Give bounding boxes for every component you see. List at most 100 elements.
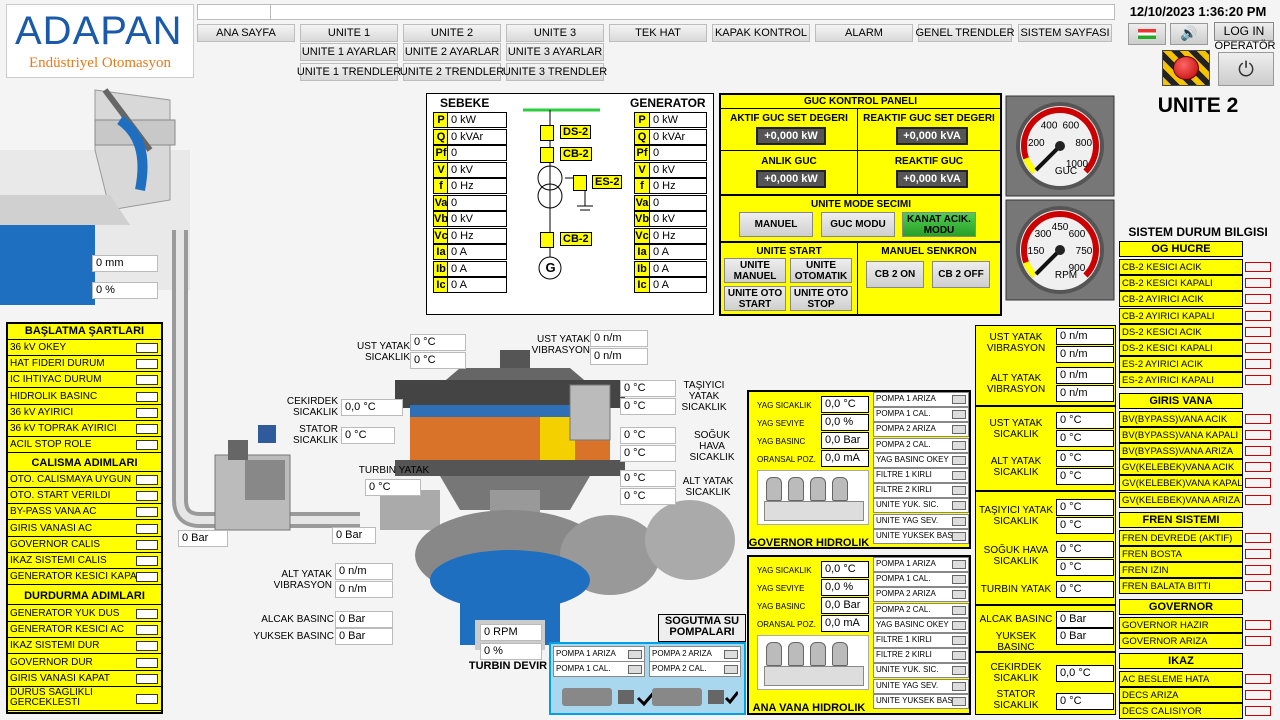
settings-nav-button[interactable]: UNITE 2 AYARLAR xyxy=(403,43,501,61)
generator-value: 0 kV xyxy=(649,161,707,178)
trend-nav-button[interactable]: UNITE 1 TRENDLER xyxy=(297,63,401,81)
hydraulic-alarm-item: UNITE YAG SEV. xyxy=(873,513,969,529)
grid-value: 0 kW xyxy=(447,112,507,128)
measurement-value: 0 °C xyxy=(620,445,676,462)
measurement-label: TAŞIYICI YATAK SICAKLIK xyxy=(681,380,727,413)
cooling-title-panel xyxy=(658,614,746,642)
status-indicator xyxy=(1245,565,1271,576)
nav-button[interactable]: ALARM xyxy=(815,24,913,42)
gate-opening-mode-button[interactable]: KANAT ACIK. MODU xyxy=(902,212,976,237)
pump-motor-icon xyxy=(788,477,804,501)
unit-manual-button[interactable]: UNITE MANUEL xyxy=(724,258,786,283)
generator-value: 0 Hz xyxy=(649,178,707,194)
unit-auto-button[interactable]: UNITE OTOMATIK xyxy=(790,258,852,283)
unit-auto-start-button[interactable]: UNITE OTO START xyxy=(724,286,786,311)
pump-motor-icon xyxy=(810,477,826,501)
trend-nav-button[interactable]: UNITE 3 TRENDLER xyxy=(503,63,607,81)
instant-power-value: +0,000 kW xyxy=(756,170,826,188)
hydraulic-label: YAG SEVIYE xyxy=(757,419,805,428)
cb2-lower-label[interactable]: CB-2 xyxy=(560,232,592,246)
alarm-label: FILTRE 1 KIRLI xyxy=(876,635,932,644)
status-indicator xyxy=(952,471,966,480)
status-indicator xyxy=(952,531,966,541)
cb2-breaker-label[interactable]: CB-2 xyxy=(560,147,592,161)
status-item: GV(KELEBEK)VANA ARIZA xyxy=(1119,491,1243,508)
unit-auto-stop-button[interactable]: UNITE OTO STOP xyxy=(790,286,852,311)
nav-button[interactable]: TEK HAT xyxy=(609,24,707,42)
pump-label: POMPA 2 ARIZA xyxy=(652,649,712,658)
flag-icon[interactable] xyxy=(1128,23,1166,45)
condition-item: OTO. CALISMAYA UYGUN xyxy=(8,472,161,488)
measurement-value: 0 °C xyxy=(1056,517,1114,534)
measurement-label: SOĞUK HAVA SICAKLIK xyxy=(689,430,735,463)
measurement-value: 0 °C xyxy=(365,479,421,496)
condition-label: 36 kV AYIRICI xyxy=(10,406,74,418)
nav-button[interactable]: UNITE 1 xyxy=(300,24,398,42)
active-set-value[interactable]: +0,000 kW xyxy=(756,127,826,145)
status-indicator xyxy=(1245,494,1271,505)
status-indicator xyxy=(1245,343,1271,353)
gauge-hub xyxy=(1055,141,1065,151)
sld-param-key: Ic xyxy=(433,277,449,293)
status-indicator xyxy=(952,696,966,706)
top-strip xyxy=(197,4,1115,20)
condition-label: HAT FIDERI DURUM xyxy=(10,358,105,370)
cb2-off-button[interactable]: CB 2 OFF xyxy=(932,261,990,288)
status-item: DS-2 KESICI KAPALI xyxy=(1119,340,1243,356)
status-label: BV(BYPASS)VANA ARIZA xyxy=(1122,446,1234,457)
measurement-value: 0 °C xyxy=(1056,693,1114,710)
sld-param-key: f xyxy=(634,178,650,194)
status-indicator xyxy=(952,501,966,511)
grid-value: 0 kV xyxy=(447,211,507,227)
status-label: GV(KELEBEK)VANA ACIK xyxy=(1122,462,1235,474)
login-button[interactable]: LOG IN xyxy=(1214,22,1274,41)
nav-button[interactable]: ANA SAYFA xyxy=(197,24,295,42)
reactive-set-value[interactable]: +0,000 kVA xyxy=(896,127,968,145)
speaker-icon[interactable]: 🔊 xyxy=(1170,23,1208,45)
generator-value: 0 Hz xyxy=(649,227,707,244)
status-indicator xyxy=(1245,262,1271,272)
power-mode-button[interactable]: GUC MODU xyxy=(821,212,895,237)
status-indicator xyxy=(724,650,738,659)
gauge-tick-label: 800 xyxy=(1075,138,1092,149)
hydraulic-value: 0,0 % xyxy=(821,414,869,431)
es2-switch-label[interactable]: ES-2 xyxy=(592,175,623,189)
alarm-label: POMPA 1 CAL. xyxy=(876,409,931,419)
status-indicator xyxy=(136,625,158,636)
cooling-pump-status: POMPA 1 CAL. xyxy=(553,661,645,677)
status-item: GV(KELEBEK)VANA ACIK xyxy=(1119,459,1243,476)
nav-button[interactable]: KAPAK KONTROL xyxy=(712,24,810,42)
measurement-value: 0 °C xyxy=(1056,450,1114,467)
status-indicator xyxy=(136,539,158,550)
power-icon[interactable]: ⏻ xyxy=(1218,52,1274,86)
status-indicator xyxy=(724,665,738,674)
hydraulic-alarm-item: POMPA 2 ARIZA xyxy=(873,422,969,438)
logo-tagline: Endüstriyel Otomasyon xyxy=(28,55,172,71)
measurement-value: 0 RPM xyxy=(480,624,542,641)
measurement-value: 0 n/m xyxy=(1056,385,1114,402)
trend-nav-button[interactable]: UNITE 2 TRENDLER xyxy=(400,63,504,81)
pump-label: POMPA 1 ARIZA xyxy=(556,649,616,658)
grid-value: 0 kV xyxy=(447,161,507,178)
measurement-label: YUKSEK BASINC xyxy=(253,631,334,642)
emergency-stop-icon[interactable] xyxy=(1162,50,1210,86)
status-indicator xyxy=(1245,294,1271,305)
status-indicator xyxy=(952,455,966,465)
gauge-arc xyxy=(1021,107,1099,174)
settings-nav-button[interactable]: UNITE 3 AYARLAR xyxy=(506,43,604,61)
nav-button[interactable]: UNITE 3 xyxy=(506,24,604,42)
cb2-on-button[interactable]: CB 2 ON xyxy=(866,261,924,288)
measurement-value: 0 n/m xyxy=(335,581,393,598)
settings-nav-button[interactable]: UNITE 1 AYARLAR xyxy=(300,43,398,61)
nav-button[interactable]: SISTEM SAYFASI xyxy=(1018,24,1112,42)
status-indicator xyxy=(1245,446,1271,456)
nav-button[interactable]: GENEL TRENDLER xyxy=(915,24,1015,42)
status-indicator xyxy=(136,343,158,353)
section-divider xyxy=(975,490,1116,492)
status-item: AC BESLEME HATA xyxy=(1119,671,1243,687)
nav-button[interactable]: UNITE 2 xyxy=(403,24,501,42)
measurement-value: 0 °C xyxy=(620,380,676,397)
condition-item: IKAZ SISTEMI DUR xyxy=(8,638,161,655)
manual-mode-button[interactable]: MANUEL xyxy=(739,212,813,237)
ds2-switch-label[interactable]: DS-2 xyxy=(560,125,592,139)
